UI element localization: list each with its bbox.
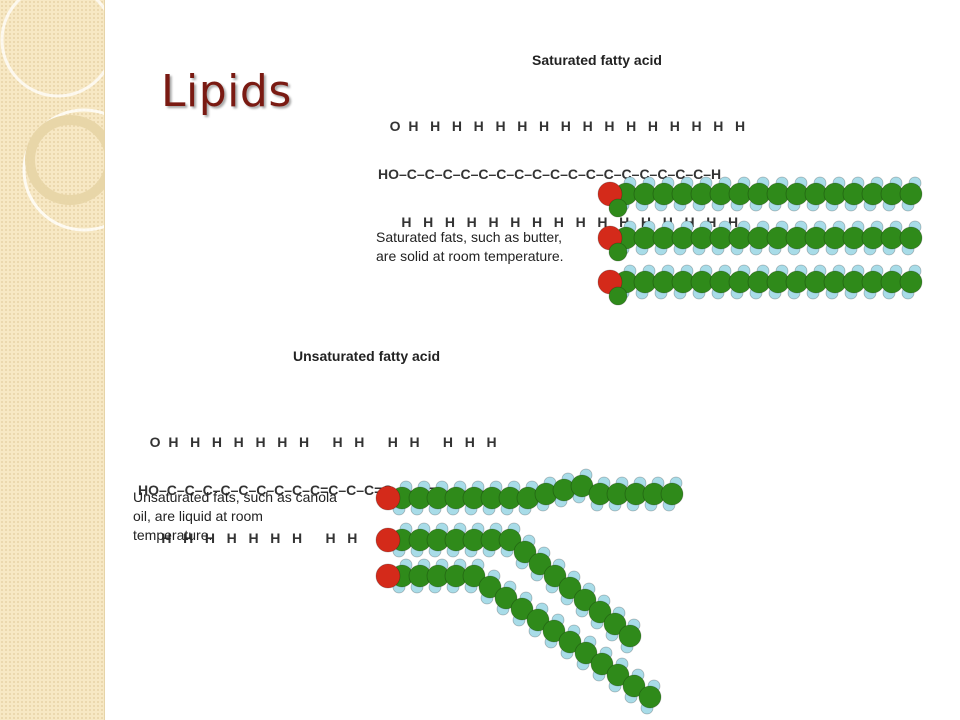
saturated-fat-molecule-model — [597, 176, 923, 306]
oxygen-atom — [375, 485, 401, 511]
unsaturated-heading: Unsaturated fatty acid — [293, 348, 441, 364]
carbon-atom — [590, 652, 614, 676]
carbon-atom — [510, 597, 534, 621]
carbon-atom — [542, 619, 566, 643]
carbon-atom — [494, 586, 518, 610]
carbon-atom — [606, 663, 630, 687]
carbon-atom — [574, 641, 598, 665]
carbon-atom — [622, 674, 646, 698]
carbon-atom — [608, 198, 628, 218]
carbon-atom — [899, 226, 923, 250]
unsaturated-fat-molecule-model — [375, 468, 684, 715]
oxygen-atom — [375, 527, 401, 553]
saturated-heading: Saturated fatty acid — [532, 52, 662, 68]
carbon-atom — [618, 624, 642, 648]
carbon-atom — [558, 576, 582, 600]
carbon-atom — [513, 540, 537, 564]
carbon-atom — [558, 630, 582, 654]
saturated-formula-top-row: O H H H H H H H H H H H H H H H H — [378, 118, 746, 134]
carbon-atom — [526, 608, 550, 632]
oxygen-atom — [375, 563, 401, 589]
carbon-atom — [603, 612, 627, 636]
saturated-caption: Saturated fats, such as butter, are soli… — [376, 229, 564, 264]
carbon-atom — [638, 685, 662, 709]
slide-title: Lipids — [161, 66, 292, 117]
carbon-atom — [528, 552, 552, 576]
carbon-atom — [588, 600, 612, 624]
sidebar-circles-decoration — [0, 0, 104, 232]
carbon-atom — [608, 242, 628, 262]
carbon-atom — [899, 182, 923, 206]
saturated-formula-chain-row: HO–C–C–C–C–C–C–C–C–C–C–C–C–C–C–C–C–C–H — [378, 166, 722, 182]
carbon-atom — [573, 588, 597, 612]
carbon-atom — [608, 286, 628, 306]
carbon-atom — [498, 528, 522, 552]
carbon-atom — [899, 270, 923, 294]
carbon-atom — [478, 575, 502, 599]
unsaturated-formula-top-row: O H H H H H H H H H H H H H H — [138, 434, 497, 450]
carbon-atom — [543, 564, 567, 588]
decorative-sidebar — [0, 0, 105, 720]
carbon-atom — [462, 564, 486, 588]
carbon-atom — [660, 482, 684, 506]
unsaturated-caption: Unsaturated fats, such as canola oil, ar… — [133, 489, 337, 543]
